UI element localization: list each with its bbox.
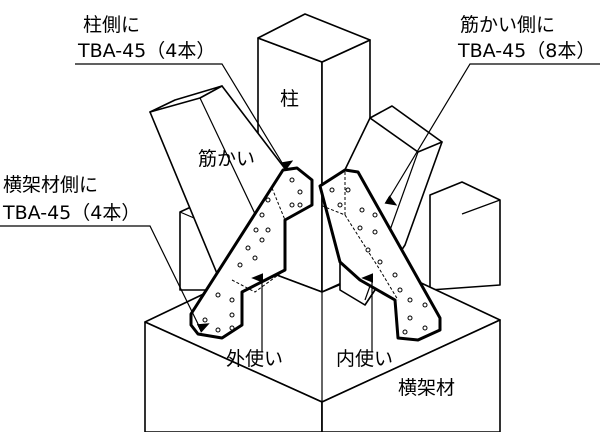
brace-side-label: 筋かい側に <box>460 14 556 36</box>
beam-screws-label: TBA-45（4本） <box>3 202 141 224</box>
screw-holes <box>329 187 428 335</box>
column-label: 柱 <box>280 88 300 110</box>
leader-lines <box>0 63 600 352</box>
brace-screws-label: TBA-45（8本） <box>458 40 596 62</box>
brace-label: 筋かい <box>198 148 256 170</box>
outer-use-label: 外使い <box>226 348 284 370</box>
beam-side-label: 横架材側に <box>3 174 99 196</box>
back-beam-right <box>429 181 501 291</box>
screw-holes <box>202 177 303 333</box>
beam-label: 横架材 <box>398 377 456 399</box>
column-screws-label: TBA-45（4本） <box>78 40 216 62</box>
column-side-label: 柱側に <box>83 14 141 36</box>
hardware-plate-inner <box>318 168 442 342</box>
hardware-plate-outer <box>189 166 314 340</box>
inner-use-label: 内使い <box>336 348 394 370</box>
